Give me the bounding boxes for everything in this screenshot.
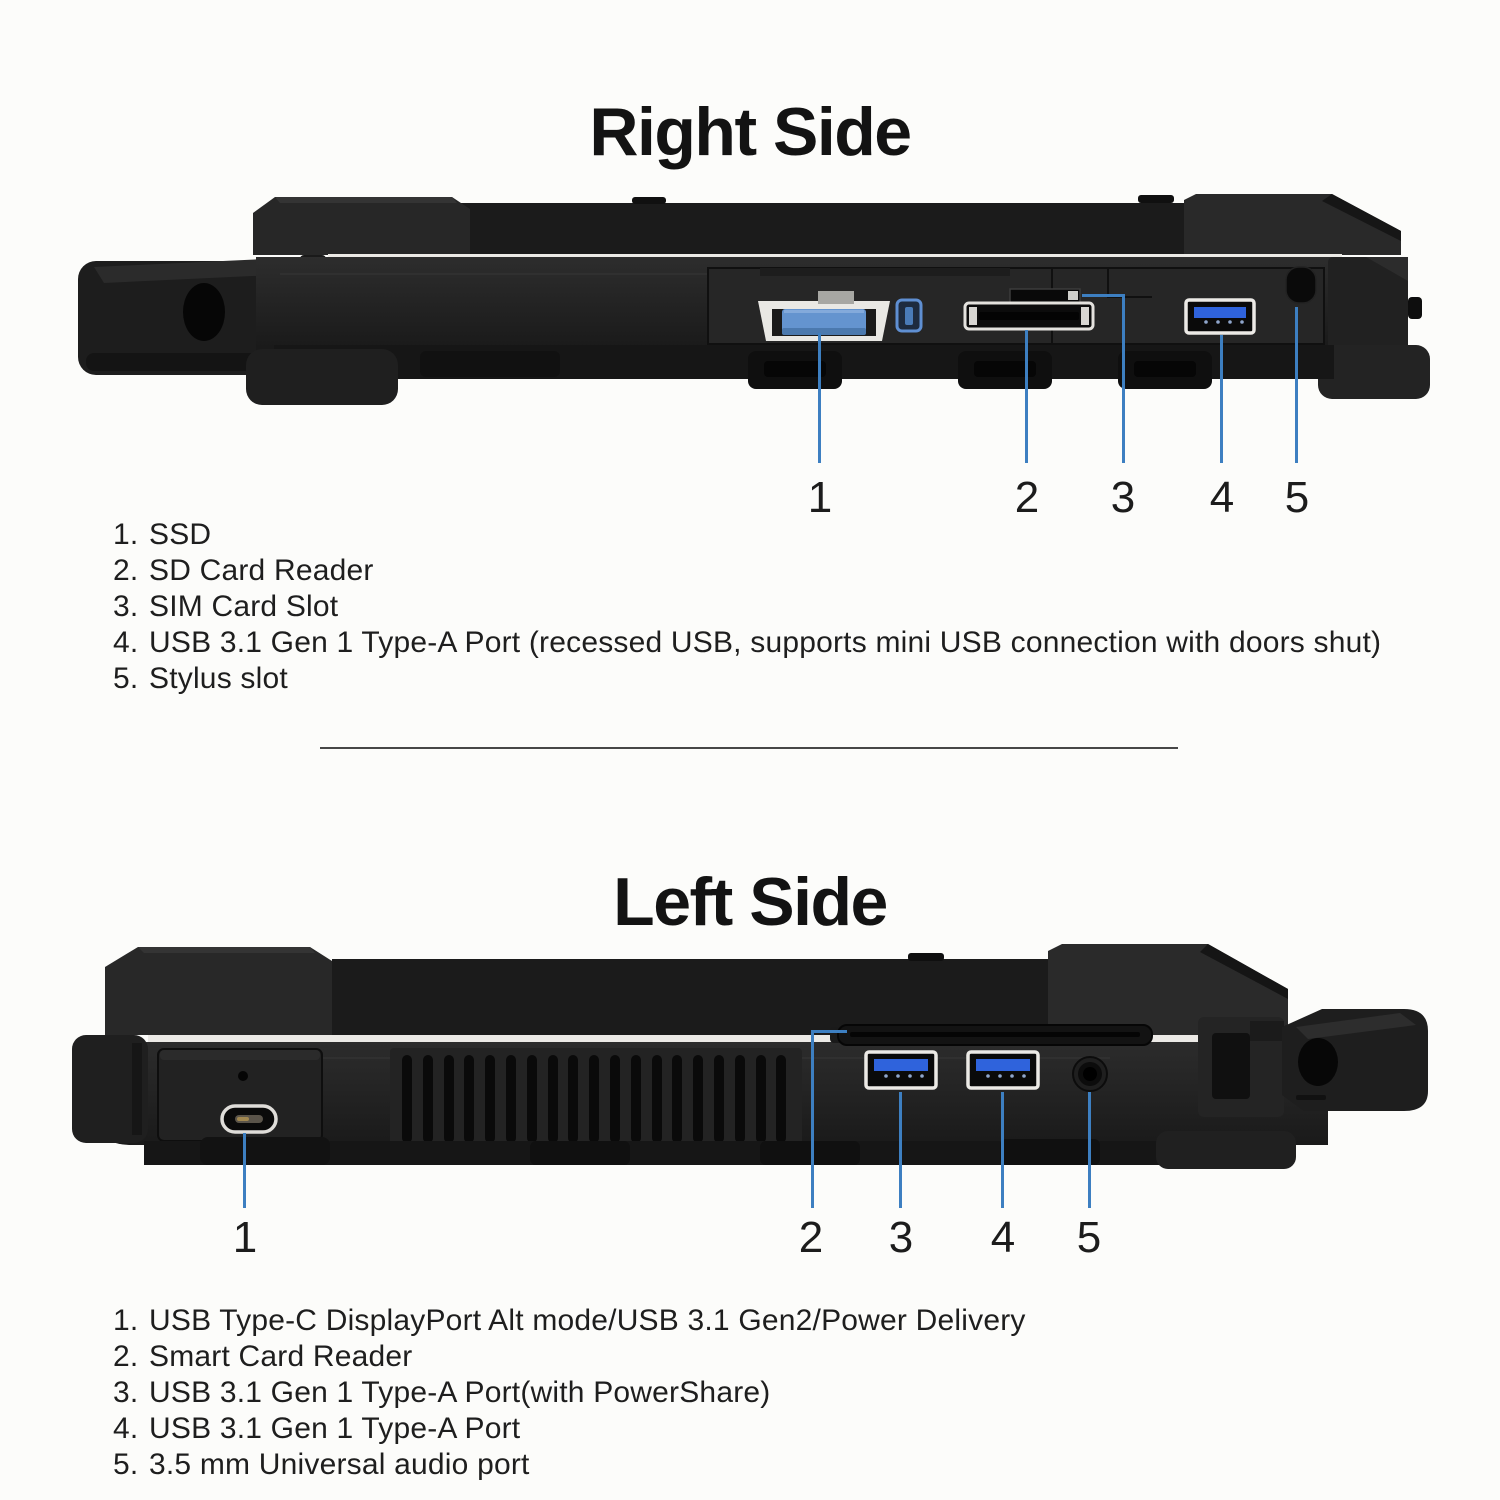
callout-line-1 — [243, 1133, 246, 1208]
callout-line-5 — [1088, 1092, 1091, 1208]
legend-item: 4. USB 3.1 Gen 1 Type-A Port — [113, 1411, 1026, 1447]
legend-item: 1. USB Type-C DisplayPort Alt mode/USB 3… — [113, 1303, 1026, 1339]
sd-card-slot — [963, 301, 1095, 331]
legend-item-number: 2. — [113, 554, 139, 587]
front-corner-bumper — [72, 1035, 148, 1143]
callout-line-3 — [1122, 294, 1125, 463]
usb-a-port-powershare — [864, 1050, 938, 1090]
callout-line-2 — [1025, 330, 1028, 463]
legend-item: 5. Stylus slot — [113, 661, 1381, 697]
legend-item-number: 3. — [113, 590, 139, 623]
callout-number-5: 5 — [1284, 473, 1310, 522]
callout-number-2: 2 — [798, 1213, 824, 1262]
legend-item-number: 1. — [113, 1304, 139, 1337]
legend-item-number: 1. — [113, 518, 139, 551]
callout-line-3 — [899, 1092, 902, 1208]
callout-line-2-horizontal — [811, 1030, 847, 1033]
lid — [253, 194, 1401, 255]
legend-item: 2. SD Card Reader — [113, 553, 1381, 589]
legend-item-text: 3.5 mm Universal audio port — [149, 1448, 530, 1481]
legend-item-number: 4. — [113, 626, 139, 659]
legend-item-text: USB 3.1 Gen 1 Type-A Port (recessed USB,… — [149, 626, 1382, 659]
callout-line-4 — [1001, 1092, 1004, 1208]
audio-jack — [1072, 1056, 1108, 1092]
legend-item-text: Stylus slot — [149, 662, 288, 695]
right-side-title: Right Side — [589, 93, 912, 170]
callout-number-5: 5 — [1076, 1213, 1102, 1262]
left-side-legend: 1. USB Type-C DisplayPort Alt mode/USB 3… — [113, 1303, 1026, 1483]
smart-card-slot — [830, 1024, 1153, 1046]
usb-c-port — [220, 1104, 278, 1134]
carry-handle — [78, 259, 276, 375]
screw-hole — [238, 1071, 248, 1081]
legend-item: 2. Smart Card Reader — [113, 1339, 1026, 1375]
callout-number-2: 2 — [1014, 473, 1040, 522]
usb-a-port — [966, 1050, 1040, 1090]
legend-item-text: SIM Card Slot — [149, 590, 339, 623]
legend-item-number: 5. — [113, 1448, 139, 1481]
port-bay — [157, 1048, 323, 1142]
legend-item: 5. 3.5 mm Universal audio port — [113, 1447, 1026, 1483]
legend-item: 3. USB 3.1 Gen 1 Type-A Port(with PowerS… — [113, 1375, 1026, 1411]
legend-item-number: 4. — [113, 1412, 139, 1445]
left-side-laptop-image — [72, 944, 1428, 1169]
display-hinge — [1318, 257, 1430, 399]
vent-grille — [390, 1048, 802, 1148]
legend-item-text: USB 3.1 Gen 1 Type-A Port(with PowerShar… — [149, 1376, 771, 1409]
lid-base-gap — [148, 1035, 1208, 1042]
callout-number-4: 4 — [1209, 473, 1235, 522]
legend-item: 4. USB 3.1 Gen 1 Type-A Port (recessed U… — [113, 625, 1381, 661]
sim-card-slot — [1009, 288, 1081, 304]
legend-item-text: Smart Card Reader — [149, 1340, 413, 1373]
legend-item-text: SD Card Reader — [149, 554, 374, 587]
bottom-skirt — [144, 1131, 1296, 1169]
callout-number-1: 1 — [232, 1213, 258, 1262]
callout-line-4 — [1220, 335, 1223, 463]
carry-handle — [1282, 1009, 1428, 1111]
callout-line-5 — [1295, 307, 1298, 463]
legend-item-number: 5. — [113, 662, 139, 695]
callout-line-3-horizontal — [1082, 294, 1125, 297]
right-side-legend: 1. SSD 2. SD Card Reader 3. SIM Card Slo… — [113, 517, 1381, 697]
usb-a-port — [1184, 298, 1256, 335]
callout-line-1 — [818, 333, 821, 463]
legend-item: 3. SIM Card Slot — [113, 589, 1381, 625]
legend-item-number: 3. — [113, 1376, 139, 1409]
callout-number-3: 3 — [888, 1213, 914, 1262]
right-side-laptop-image — [78, 194, 1430, 405]
section-divider — [320, 747, 1178, 749]
ssd-bay — [758, 291, 923, 341]
legend-item-text: SSD — [149, 518, 212, 551]
legend-item: 1. SSD — [113, 517, 1381, 553]
lid — [105, 944, 1288, 1035]
callout-number-1: 1 — [807, 473, 833, 522]
callout-number-4: 4 — [990, 1213, 1016, 1262]
callout-number-3: 3 — [1110, 473, 1136, 522]
bottom-skirt — [246, 345, 1334, 405]
stylus-slot — [1285, 266, 1317, 304]
legend-item-text: USB 3.1 Gen 1 Type-A Port — [149, 1412, 521, 1445]
legend-item-number: 2. — [113, 1340, 139, 1373]
left-side-title: Left Side — [613, 863, 888, 940]
legend-item-text: USB Type-C DisplayPort Alt mode/USB 3.1 … — [149, 1304, 1026, 1337]
callout-line-2 — [811, 1030, 814, 1208]
handle-hinge-bracket — [1198, 1017, 1284, 1117]
